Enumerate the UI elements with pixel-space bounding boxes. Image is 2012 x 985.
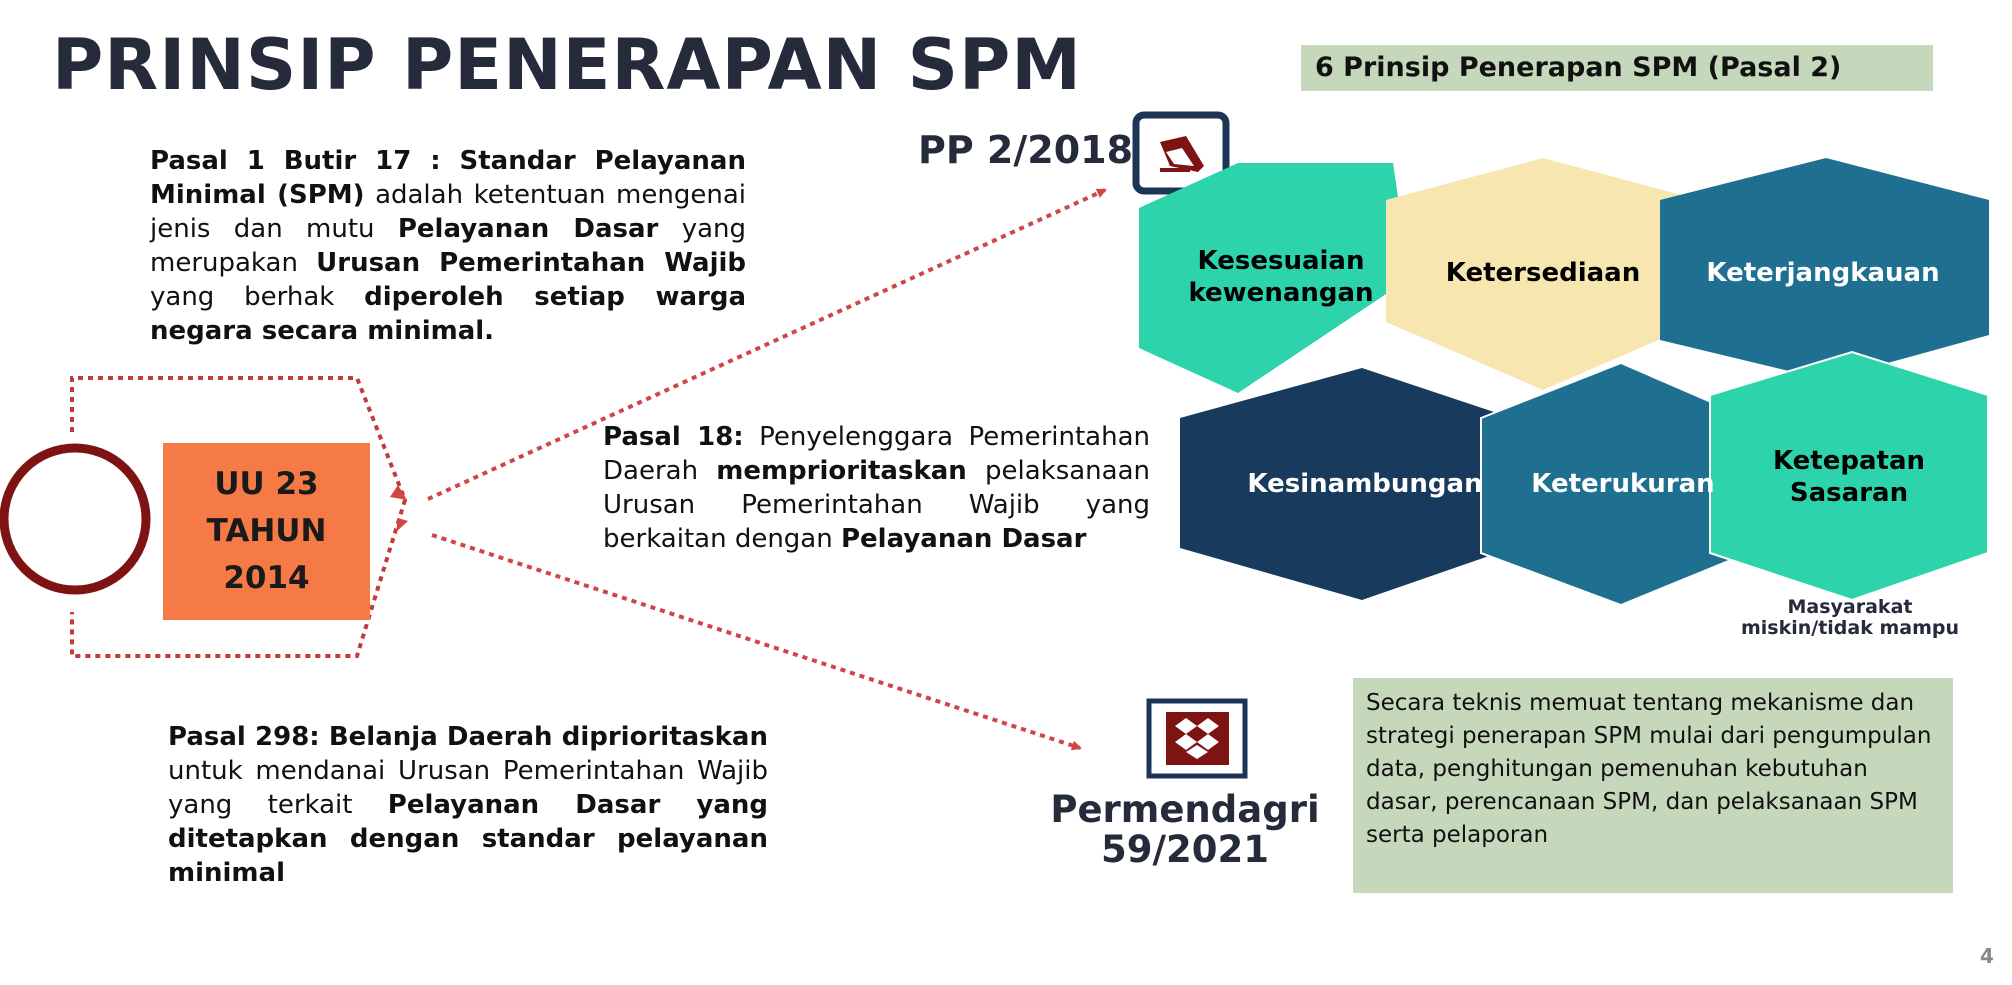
hex-kesesuaian-kewenangan	[1139, 163, 1410, 393]
pasal-1-text: Pasal 1 Butir 17 : Standar Pelayanan Min…	[150, 144, 746, 348]
arrow-to-permendagri	[431, 533, 1082, 751]
prinsip-header-box	[1301, 45, 1933, 91]
hex-label-keterjangkauan: Keterjangkauan	[1706, 258, 1940, 288]
pasal-1-bold-part: diperoleh setiap warga negara secara min…	[150, 282, 747, 346]
page-number: 4	[1980, 944, 1994, 968]
pasal-18-bold-part: memprioritaskan	[716, 456, 967, 486]
pasal-1-text-part: yang berhak	[150, 282, 365, 312]
hex-kesinambungan	[1180, 368, 1512, 600]
gavel-icon	[1160, 136, 1204, 172]
slide-title: PRINSIP PENERAPAN SPM	[52, 24, 1082, 106]
pasal-1-text-part: yang merupakan	[150, 214, 746, 278]
pasal-18-lead: Pasal 18:	[603, 422, 744, 452]
pasal-298-bold-part: Pelayanan Dasar yang ditetapkan dengan s…	[168, 790, 768, 888]
uu-23-label: UU 23 TAHUN 2014	[206, 466, 327, 596]
arrow-to-pp	[427, 188, 1107, 501]
hex-keterjangkauan	[1660, 158, 1989, 380]
uu-bracket-outline	[70, 376, 408, 658]
pasal-298-text: Pasal 298: Belanja Daerah diprioritaskan…	[168, 720, 768, 890]
pasal-298-lead: Pasal 298: Belanja Daerah diprioritaskan	[168, 722, 768, 752]
pasal-18-text: Pasal 18: Penyelenggara Pemerintahan Dae…	[603, 420, 1150, 556]
hex-label-kesesuaian: Kesesuaian kewenangan	[1188, 246, 1374, 308]
hex-label-ketepatan-sasaran: Ketepatan Sasaran	[1772, 446, 1926, 508]
uu-23-box: UU 23 TAHUN 2014	[163, 443, 370, 620]
arrow-into-uu-top	[390, 485, 407, 500]
ring-icon	[0, 443, 151, 595]
pasal-18-text-part: pelaksanaan Urusan Pemerintahan Wajib ya…	[603, 456, 1150, 554]
pasal-1-bold-part: Urusan Pemerintahan Wajib	[316, 248, 747, 278]
pasal-1-lead: Pasal 1 Butir 17 : Standar Pelayanan Min…	[150, 146, 746, 210]
pasal-18-text-part: Penyelenggara Pemerintahan Daerah	[603, 422, 1150, 486]
note-box	[1353, 678, 1953, 893]
masyarakat-caption: Masyarakat miskin/tidak mampu	[1740, 596, 1960, 639]
hex-ketepatan-sasaran	[1709, 350, 1989, 602]
pasal-1-bold-part: Pelayanan Dasar	[397, 214, 659, 244]
hex-label-ketersediaan: Ketersediaan	[1445, 258, 1641, 288]
permendagri-label: Permendagri 59/2021	[1050, 788, 1320, 871]
pasal-1-text-part: adalah ketentuan mengenai jenis dan mutu	[150, 180, 746, 244]
prinsip-header-label: 6 Prinsip Penerapan SPM (Pasal 2)	[1315, 52, 1842, 83]
hex-label-keterukuran: Keterukuran	[1531, 469, 1715, 499]
pp-2-2018-label: PP 2/2018	[918, 128, 1134, 172]
note-text: Secara teknis memuat tentang mekanisme d…	[1366, 690, 1932, 848]
pasal-298-text-part: untuk mendanai Urusan Pemerintahan Wajib…	[168, 756, 768, 820]
pasal-18-bold-part: Pelayanan Dasar	[840, 524, 1087, 554]
arrow-into-uu-bottom	[396, 518, 408, 532]
hex-label-kesinambungan: Kesinambungan	[1247, 469, 1483, 499]
hex-ketersediaan	[1386, 158, 1700, 390]
dropbox-icon	[1175, 718, 1219, 759]
